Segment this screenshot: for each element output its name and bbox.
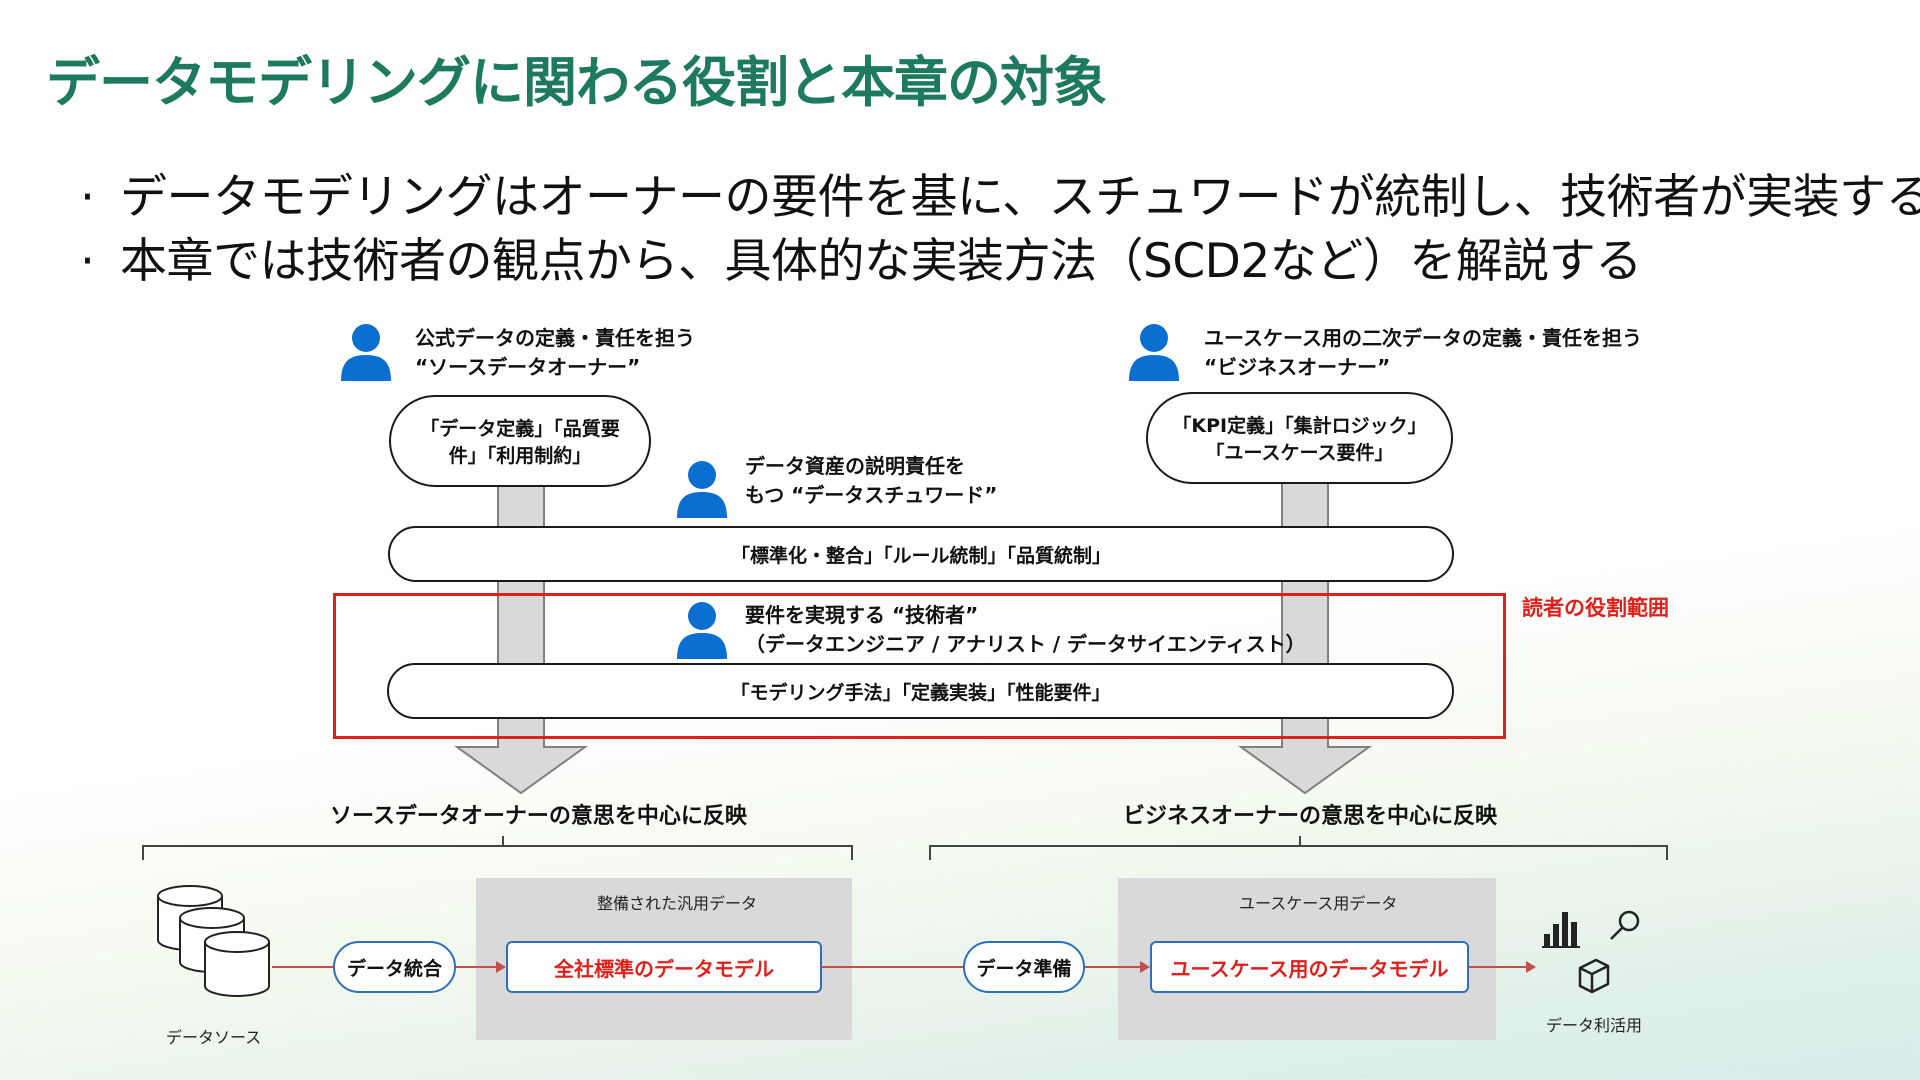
- data-utilization-icons: [1542, 910, 1640, 994]
- business-owner-duties: 「KPI定義」「集計ロジック」 「ユースケース要件」: [1146, 392, 1453, 484]
- reflect-left-label: ソースデータオーナーの意思を中心に反映: [330, 804, 747, 829]
- usecase-model-box: ユースケース用のデータモデル: [1150, 941, 1469, 993]
- engineer-person-icon: [677, 602, 727, 659]
- business-owner-desc: ユースケース用の二次データの定義・責任を担う: [1204, 326, 1642, 350]
- source-owner-duties: 「データ定義」「品質要 件」「利用制約」: [389, 395, 651, 487]
- engineer-title: （データエンジニア / アナリスト / データサイエンティスト）: [745, 632, 1306, 656]
- business-owner-title: “ビジネスオーナー”: [1204, 355, 1391, 379]
- prepare-step: データ準備: [963, 941, 1085, 993]
- engineer-desc: 要件を実現する “技術者”: [745, 603, 979, 627]
- steward-role: データ資産の説明責任を もつ “データスチュワード”: [745, 452, 997, 510]
- data-utilization-label: データ利活用: [1546, 1016, 1643, 1035]
- reader-scope-label: 読者の役割範囲: [1522, 596, 1669, 620]
- steward-duties-bar: 「標準化・整合」「ルール統制」「品質統制」: [388, 526, 1454, 582]
- source-owner-person-icon: [341, 324, 391, 381]
- usecase-data-label: ユースケース用データ: [1239, 894, 1398, 913]
- steward-person-icon: [677, 461, 727, 518]
- steward-title: もつ “データスチュワード”: [745, 483, 998, 507]
- source-owner-desc: 公式データの定義・責任を担う: [415, 326, 695, 350]
- business-owner-person-icon: [1129, 324, 1179, 381]
- flow-arrowhead: [1526, 961, 1536, 973]
- cube-icon: [1578, 958, 1610, 994]
- steward-desc: データ資産の説明責任を: [745, 454, 965, 478]
- source-owner-duties-line: 「データ定義」「品質要: [420, 418, 620, 440]
- business-owner-duties-line: 「ユースケース要件」: [1205, 442, 1394, 464]
- flow-arrowhead: [496, 961, 506, 973]
- engineer-role: 要件を実現する “技術者” （データエンジニア / アナリスト / データサイエ…: [745, 601, 1306, 659]
- reflect-right-label: ビジネスオーナーの意思を中心に反映: [1123, 804, 1498, 829]
- bar-chart-icon: [1542, 912, 1580, 948]
- general-data-label: 整備された汎用データ: [597, 894, 758, 913]
- source-owner-duties-line: 件」「利用制約」: [448, 445, 592, 467]
- business-owner-role: ユースケース用の二次データの定義・責任を担う “ビジネスオーナー”: [1204, 324, 1642, 382]
- right-bracket: [929, 836, 1668, 860]
- database-icon: [157, 885, 270, 997]
- bullet-item: ·データモデリングはオーナーの要件を基に、スチュワードが統制し、技術者が実装する: [80, 158, 1920, 227]
- source-owner-role: 公式データの定義・責任を担う “ソースデータオーナー”: [415, 324, 695, 382]
- integrate-step: データ統合: [333, 941, 456, 993]
- business-owner-duties-line: 「KPI定義」「集計ロジック」: [1172, 415, 1427, 437]
- flow-arrowhead: [1140, 961, 1150, 973]
- source-owner-title: “ソースデータオーナー”: [415, 355, 641, 379]
- bullet-text: 本章では技術者の観点から、具体的な実装方法（SCD2など）を解説する: [120, 234, 1642, 289]
- data-source-label: データソース: [166, 1028, 262, 1047]
- engineer-duties-bar: 「モデリング手法」「定義実装」「性能要件」: [387, 663, 1454, 719]
- page-title: データモデリングに関わる役割と本章の対象: [46, 51, 1107, 114]
- bullet-item: ·本章では技術者の観点から、具体的な実装方法（SCD2など）を解説する: [80, 234, 1642, 289]
- bullet-text: データモデリングはオーナーの要件を基に、スチュワードが統制し、技術者が実装する: [120, 170, 1920, 225]
- left-bracket: [142, 836, 853, 860]
- reader-scope-frame: [333, 593, 1506, 739]
- magnifier-icon: [1610, 910, 1640, 940]
- enterprise-model-box: 全社標準のデータモデル: [506, 941, 822, 993]
